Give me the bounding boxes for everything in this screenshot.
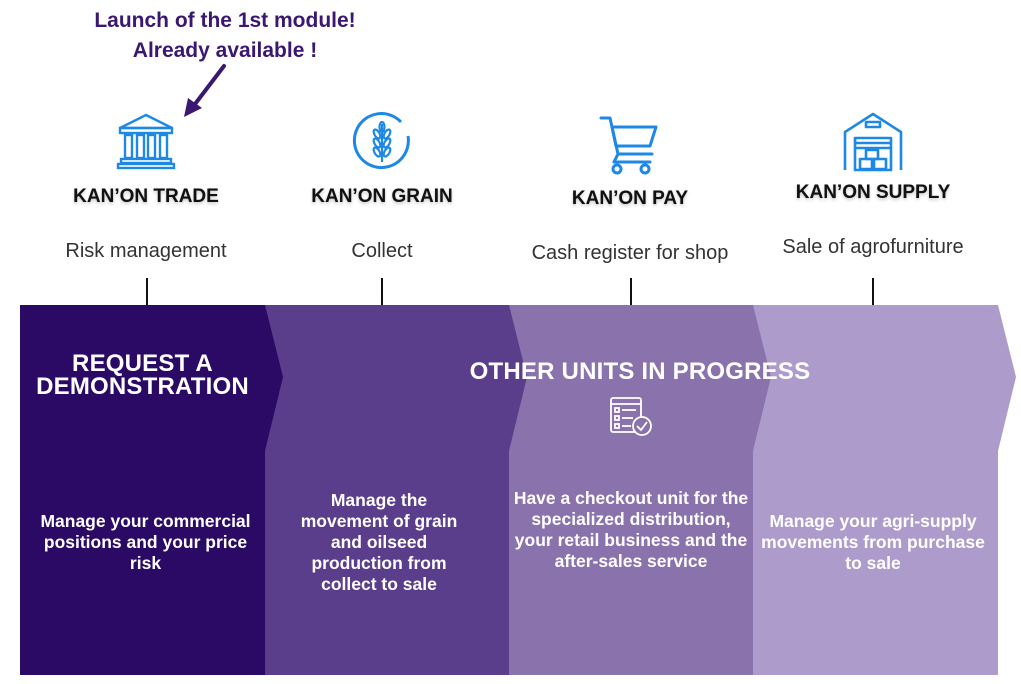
band-description-pay: Have a checkout unit for the specialized…: [513, 488, 749, 571]
bank-icon: [116, 113, 176, 170]
module-supply[interactable]: KAN’ON SUPPLY Sale of agrofurniture: [766, 112, 980, 259]
module-description: Sale of agrofurniture: [782, 236, 964, 258]
band-supply: [753, 305, 1016, 675]
launch-line-1: Launch of the 1st module!: [94, 9, 356, 32]
shopping-cart-icon: [599, 116, 658, 175]
connector-line: [872, 278, 874, 305]
band-grain: [265, 305, 527, 675]
module-grain[interactable]: KAN’ON GRAIN Collect: [282, 112, 482, 263]
down-left-arrow-icon: [184, 64, 226, 117]
connector-line: [381, 278, 383, 305]
connector-line: [146, 278, 148, 305]
band-description-trade: Manage your commercial positions and you…: [40, 511, 251, 573]
connector-line: [630, 278, 632, 305]
module-description: Risk management: [65, 240, 227, 262]
module-description: Collect: [351, 240, 413, 262]
band-trade: [20, 305, 283, 675]
module-name: KAN’ON PAY: [571, 188, 689, 209]
request-demo-title[interactable]: REQUEST A DEMONSTRATION: [36, 350, 249, 400]
module-pay[interactable]: KAN’ON PAY Cash register for shop: [520, 112, 740, 265]
module-description: Cash register for shop: [531, 242, 729, 264]
module-bands: [20, 305, 1016, 675]
wheat-icon: [352, 112, 410, 170]
warehouse-icon: [843, 112, 903, 172]
module-trade[interactable]: KAN’ON TRADE Risk management: [46, 112, 246, 263]
module-name: KAN’ON TRADE: [73, 186, 219, 207]
progress-title: OTHER UNITS IN PROGRESS: [469, 358, 811, 385]
band-description-grain: Manage the movement of grain and oilseed…: [300, 490, 458, 594]
checklist-icon: [610, 397, 652, 436]
launch-line-2: Already available !: [132, 39, 318, 62]
launch-callout: Launch of the 1st module! Already availa…: [40, 6, 410, 66]
module-name: KAN’ON SUPPLY: [795, 182, 951, 203]
band-pay: [509, 305, 771, 675]
band-description-supply: Manage your agri-supply movements from p…: [761, 511, 985, 573]
module-name: KAN’ON GRAIN: [311, 186, 453, 207]
